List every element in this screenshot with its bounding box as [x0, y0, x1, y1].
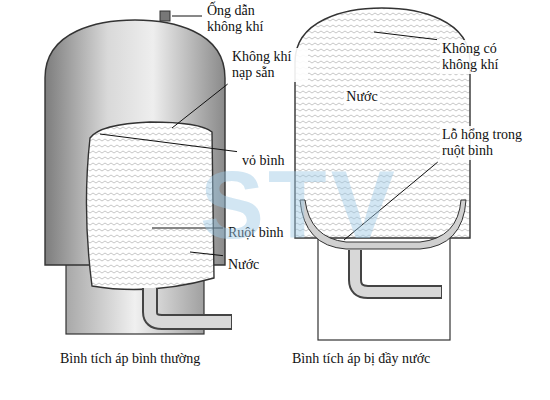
air-valve-label: Ống dẫn không khí	[205, 2, 289, 36]
leader-line	[172, 16, 202, 17]
leader-line	[374, 32, 437, 40]
figure-caption: Bình tích áp bị đầy nước	[290, 350, 432, 368]
water-label: Nước	[344, 88, 379, 106]
precharged-air-label: Không khí nạp sẵn	[230, 48, 308, 82]
leader-line	[100, 134, 237, 152]
no-air-label: Không có không khí	[440, 40, 534, 74]
water-label: Nước	[226, 256, 261, 274]
bladder-hole-label: Lỗ hổng trong ruột bình	[440, 126, 534, 160]
leader-line	[172, 84, 228, 128]
watermark: STV	[200, 150, 399, 260]
figure-caption: Bình tích áp bình thường	[58, 350, 202, 368]
